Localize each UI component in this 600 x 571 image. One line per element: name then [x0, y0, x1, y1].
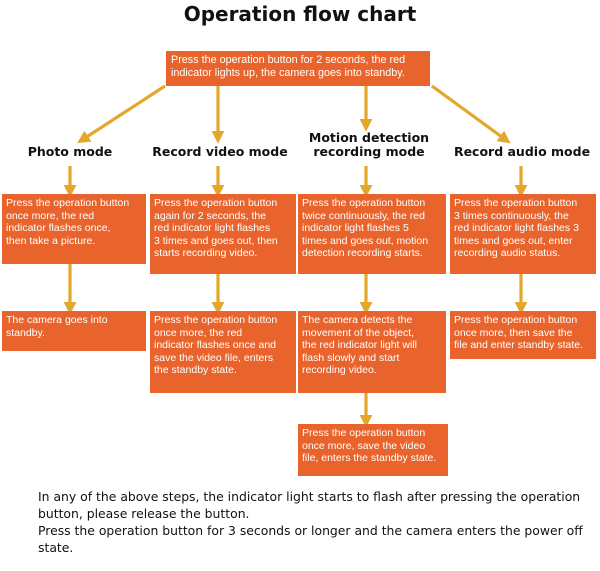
audio-step-1: Press the operation button 3 times conti… — [450, 194, 596, 274]
video-step-1: Press the operation button again for 2 s… — [150, 194, 296, 274]
motion-step-1: Press the operation button twice continu… — [298, 194, 446, 274]
motion-step-2: The camera detects the movement of the o… — [298, 311, 446, 393]
audio-step-2: Press the operation button once more, th… — [450, 311, 596, 359]
arrow-start-to-photo — [77, 84, 166, 144]
mode-label-record-audio: Record audio mode — [453, 144, 591, 159]
start-step-box: Press the operation button for 2 seconds… — [166, 51, 430, 86]
note-power-off: Press the operation button for 3 seconds… — [38, 523, 583, 555]
photo-step-1: Press the operation button once more, th… — [2, 194, 146, 264]
photo-step-2: The camera goes into standby. — [2, 311, 146, 351]
page-title: Operation flow chart — [183, 2, 417, 26]
notes-section: In any of the above steps, the indicator… — [38, 488, 596, 556]
arrow-start-to-audio — [431, 84, 511, 144]
mode-label-record-video: Record video mode — [152, 144, 288, 159]
video-step-2: Press the operation button once more, th… — [150, 311, 296, 393]
mode-label-photo: Photo mode — [27, 144, 113, 159]
motion-step-3: Press the operation button once more, sa… — [298, 424, 448, 476]
mode-label-motion-detection: Motion detection recording mode — [308, 130, 430, 159]
note-release-button: In any of the above steps, the indicator… — [38, 489, 581, 521]
